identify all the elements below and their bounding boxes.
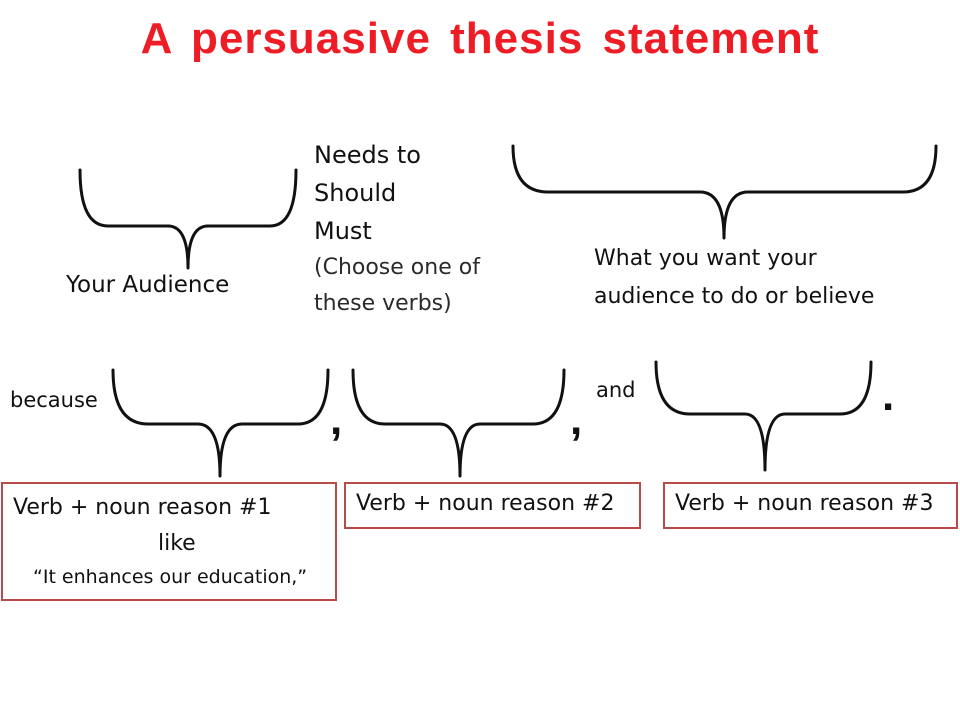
reason-3-label: Verb + noun reason #3 [675,491,934,516]
reason-3-box: Verb + noun reason #3 [663,482,958,529]
reason-1-connector: like [158,531,196,556]
audience-brace [78,168,298,270]
reason-2-label: Verb + noun reason #2 [356,491,615,516]
audience-label: Your Audience [66,272,230,298]
reason-1-box: Verb + noun reason #1 like “It enhances … [1,482,337,601]
page-title: A persuasive thesis statement [140,14,820,63]
reason-1-example: “It enhances our education,” [33,566,308,588]
period: . [882,371,895,420]
verb-option-must: Must [314,217,372,245]
and-label: and [596,378,636,402]
because-label: because [10,388,98,412]
verb-option-needs-to: Needs to [314,141,421,169]
want-brace [511,144,938,240]
reason1-brace [111,368,330,478]
verb-option-should: Should [314,179,397,207]
reason3-brace [654,360,873,472]
comma-1: , [330,395,343,444]
reason-2-box: Verb + noun reason #2 [344,482,641,529]
reason-1-label: Verb + noun reason #1 [13,495,272,520]
comma-2: , [570,395,583,444]
reason2-brace [351,368,566,478]
